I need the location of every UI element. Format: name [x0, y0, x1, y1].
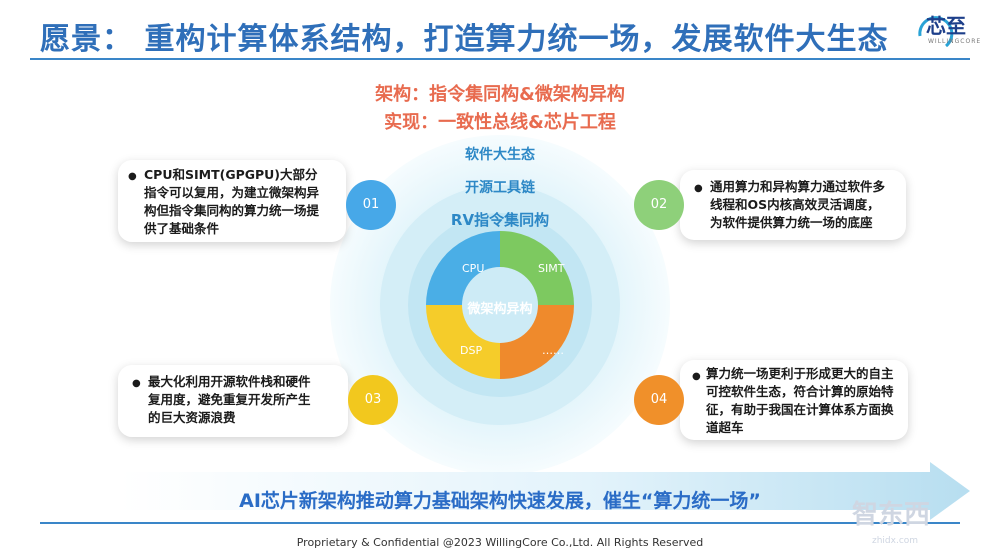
card-line: 指令可以复用，为建立微架构异 — [144, 185, 320, 200]
card-line: 征，有助于我国在计算体系方面换 — [706, 402, 894, 417]
card-line: 构但指令集同构的算力统一场提 — [144, 203, 320, 218]
ring-label-core: 微架构异构 — [467, 302, 533, 317]
segment-label-cpu: CPU — [462, 262, 485, 275]
badge-02: 02 — [634, 180, 684, 230]
card-line: 供了基础条件 — [144, 221, 220, 236]
implementation-subtitle: 实现：一致性总线&芯片工程 — [384, 112, 616, 133]
card-line: 算力统一场更利于形成更大的自主 — [706, 366, 894, 381]
card-line: 线程和OS内核高效灵活调度， — [710, 197, 880, 212]
badge-01: 01 — [346, 180, 396, 230]
segment-label-dsp: DSP — [460, 344, 483, 357]
card-04: ● 算力统一场更利于形成更大的自主 可控软件生态，符合计算的原始特 征，有助于我… — [680, 360, 908, 440]
ring-label-inner: RV指令集同构 — [450, 211, 550, 229]
card-01: ● CPU和SIMT(GPGPU)大部分 指令可以复用，为建立微架构异 构但指令… — [118, 160, 346, 242]
segment-label-simt: SIMT — [538, 262, 565, 275]
ring-label-middle: 开源工具链 — [465, 180, 535, 196]
ring-label-outer: 软件大生态 — [465, 147, 535, 163]
logo-mark-icon — [918, 16, 954, 48]
badge-04: 04 — [634, 375, 684, 425]
card-line: 最大化利用开源软件栈和硬件 — [148, 374, 311, 389]
bottom-banner-text: AI芯片新架构推动算力基础架构快速发展，催生“算力统一场” — [239, 490, 761, 512]
card-line: CPU和SIMT(GPGPU)大部分 — [144, 167, 318, 182]
card-line: 通用算力和异构算力通过软件多 — [710, 179, 886, 194]
logo-subtext: WILLINGCORE — [928, 38, 982, 45]
card-03: ● 最大化利用开源软件栈和硬件 复用度，避免重复开发所产生 的巨大资源浪费 — [118, 365, 348, 437]
willingcore-logo: 芯至 WILLINGCORE — [906, 6, 982, 54]
card-line: 复用度，避免重复开发所产生 — [148, 392, 311, 407]
architecture-subtitle: 架构：指令集同构&微架构异构 — [375, 84, 625, 105]
banner-arrow — [120, 462, 970, 520]
badge-03: 03 — [348, 375, 398, 425]
footer-copyright: Proprietary & Confidential @2023 Willing… — [296, 536, 704, 549]
card-02: ● 通用算力和异构算力通过软件多 线程和OS内核高效灵活调度， 为软件提供算力统… — [680, 170, 906, 240]
core-circle — [462, 267, 538, 343]
card-line: 道超车 — [706, 420, 744, 435]
card-line: 可控软件生态，符合计算的原始特 — [706, 384, 894, 399]
watermark: 智东西 — [852, 500, 931, 530]
watermark-sub: zhidx.com — [872, 536, 919, 546]
card-line: 的巨大资源浪费 — [148, 410, 236, 425]
card-line: 为软件提供算力统一场的底座 — [710, 215, 873, 230]
bottom-divider — [40, 522, 960, 524]
page-title: 愿景： 重构计算体系结构，打造算力统一场，发展软件大生态 — [40, 22, 889, 57]
logo-text: 芯至 — [926, 14, 966, 38]
segment-label-other: …… — [542, 344, 564, 357]
title-divider — [30, 58, 970, 60]
